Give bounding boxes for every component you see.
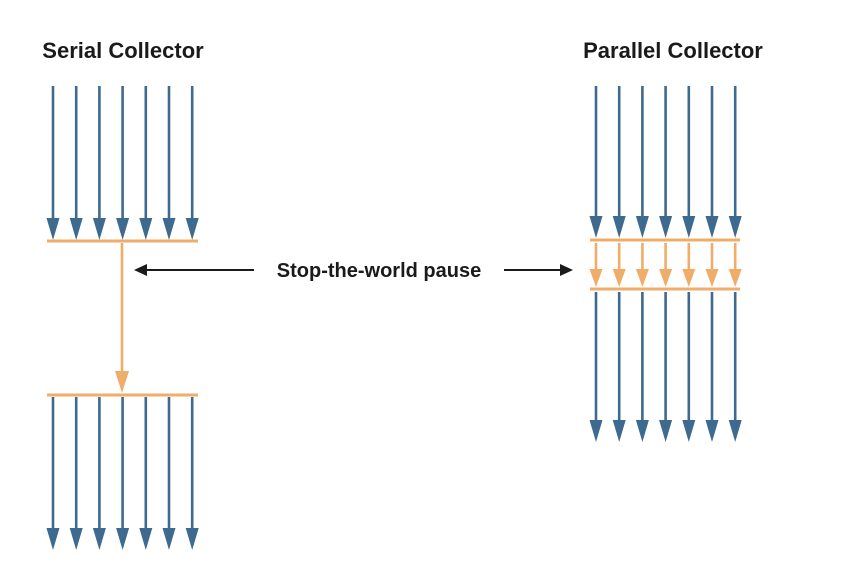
parallel-thread-arrow-bottom-head [589,420,603,442]
serial-collector-title: Serial Collector [42,38,204,63]
stop-the-world-pause-label: Stop-the-world pause [277,260,481,282]
pause-arrow-right-head [560,264,573,276]
parallel-gc-thread-arrow-head [589,269,603,287]
serial-thread-arrow-top [185,86,199,240]
parallel-collector-title: Parallel Collector [583,38,763,63]
parallel-gc-thread-arrow-head [635,269,649,287]
parallel-gc-thread-arrow-head [682,269,696,287]
parallel-thread-arrow-bottom-head [659,420,673,442]
serial-thread-arrow-bottom [69,397,83,550]
parallel-gc-thread-arrow-head [612,269,626,287]
serial-thread-arrow-top [69,86,83,240]
parallel-thread-arrow-top-head [589,216,603,238]
parallel-thread-arrow-top [635,86,649,238]
parallel-thread-arrow-bottom [589,292,603,442]
parallel-thread-arrow-top [728,86,742,238]
serial-gc-thread-arrow-head [115,371,129,393]
parallel-thread-arrow-top-head [659,216,673,238]
serial-thread-arrow-bottom [92,397,106,550]
parallel-gc-thread-arrow [728,243,742,287]
pause-arrow-left-head [134,264,147,276]
parallel-gc-thread-arrow [682,243,696,287]
parallel-thread-arrow-bottom-head [682,420,696,442]
parallel-thread-arrow-top-head [682,216,696,238]
parallel-gc-thread-arrow-head [728,269,742,287]
serial-collector [46,86,199,550]
serial-thread-arrow-bottom-head [46,528,60,550]
serial-thread-arrow-top [92,86,106,240]
serial-thread-arrow-top-head [69,218,83,240]
parallel-gc-thread-arrow-head [659,269,673,287]
serial-thread-arrow-bottom-head [92,528,106,550]
parallel-thread-arrow-top-head [635,216,649,238]
parallel-thread-arrow-top [589,86,603,238]
pause-annotation: Stop-the-world pause [134,260,573,282]
parallel-thread-arrow-top-head [705,216,719,238]
parallel-gc-thread-arrow [635,243,649,287]
serial-thread-arrow-top-head [162,218,176,240]
parallel-thread-arrow-bottom [682,292,696,442]
serial-thread-arrow-top-head [185,218,199,240]
serial-thread-arrow-bottom [185,397,199,550]
parallel-thread-arrow-bottom-head [635,420,649,442]
serial-thread-arrow-top [139,86,153,240]
serial-thread-arrow-bottom [139,397,153,550]
parallel-thread-arrow-top [705,86,719,238]
serial-thread-arrow-bottom-head [185,528,199,550]
parallel-collector [589,86,742,442]
serial-thread-arrow-bottom [162,397,176,550]
parallel-thread-arrow-top [659,86,673,238]
parallel-thread-arrow-top [682,86,696,238]
serial-thread-arrow-bottom [116,397,130,550]
parallel-gc-thread-arrow [659,243,673,287]
serial-thread-arrow-top-head [92,218,106,240]
serial-thread-arrow-top-head [116,218,130,240]
parallel-thread-arrow-bottom [728,292,742,442]
parallel-gc-thread-arrow [705,243,719,287]
serial-thread-arrow-top [46,86,60,240]
serial-thread-arrow-top [116,86,130,240]
serial-thread-arrow-bottom-head [162,528,176,550]
serial-thread-arrow-bottom [46,397,60,550]
parallel-thread-arrow-top [612,86,626,238]
parallel-thread-arrow-bottom-head [705,420,719,442]
serial-thread-arrow-top-head [46,218,60,240]
parallel-thread-arrow-top-head [612,216,626,238]
parallel-gc-thread-arrow [612,243,626,287]
serial-thread-arrow-bottom-head [116,528,130,550]
parallel-gc-thread-arrow [589,243,603,287]
parallel-thread-arrow-bottom [705,292,719,442]
serial-gc-thread-arrow [115,243,129,393]
parallel-thread-arrow-bottom-head [612,420,626,442]
parallel-thread-arrow-bottom [659,292,673,442]
serial-thread-arrow-top-head [139,218,153,240]
parallel-thread-arrow-bottom [635,292,649,442]
serial-thread-arrow-bottom-head [69,528,83,550]
parallel-thread-arrow-bottom [612,292,626,442]
serial-thread-arrow-bottom-head [139,528,153,550]
parallel-thread-arrow-bottom-head [728,420,742,442]
serial-thread-arrow-top [162,86,176,240]
parallel-thread-arrow-top-head [728,216,742,238]
parallel-gc-thread-arrow-head [705,269,719,287]
